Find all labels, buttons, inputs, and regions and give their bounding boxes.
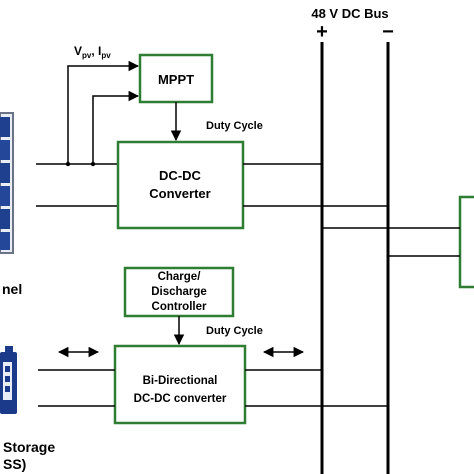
storage-label-line2: SS) — [3, 456, 26, 472]
dc-dc-label-line2: Converter — [149, 186, 210, 201]
duty-cycle-label-bottom: Duty Cycle — [206, 325, 263, 337]
pv-signals-label: Vpv, Ipv — [74, 44, 111, 60]
duty-cycle-label-top: Duty Cycle — [206, 120, 263, 132]
vpv-sense-arrow — [67, 60, 140, 164]
ipv-sense-arrow — [92, 90, 140, 164]
bidirectional-converter-block — [113, 344, 247, 425]
storage-label-line1: Storage — [3, 439, 55, 455]
charge-controller-line2: Discharge — [151, 286, 207, 298]
junction-dot — [65, 161, 71, 167]
pv-panel-icon — [0, 112, 14, 254]
mppt-label: MPPT — [158, 72, 194, 87]
dc-dc-label-line1: DC-DC — [159, 168, 201, 183]
pv-panel-label: nel — [2, 281, 22, 297]
dc-dc-converter-block — [116, 140, 245, 230]
charge-controller-block — [123, 266, 235, 318]
bus-plus-sign: + — [316, 21, 328, 43]
junction-dot — [90, 161, 96, 167]
load-block — [458, 195, 474, 289]
bus-title: 48 V DC Bus — [311, 6, 388, 21]
bidirectional-label-line1: Bi-Directional — [143, 375, 218, 387]
charge-controller-line3: Controller — [152, 301, 207, 313]
bus-minus-sign: − — [382, 21, 394, 43]
battery-icon — [0, 346, 17, 414]
bidirectional-label-line2: DC-DC converter — [134, 393, 227, 405]
charge-controller-line1: Charge/ — [158, 271, 202, 283]
